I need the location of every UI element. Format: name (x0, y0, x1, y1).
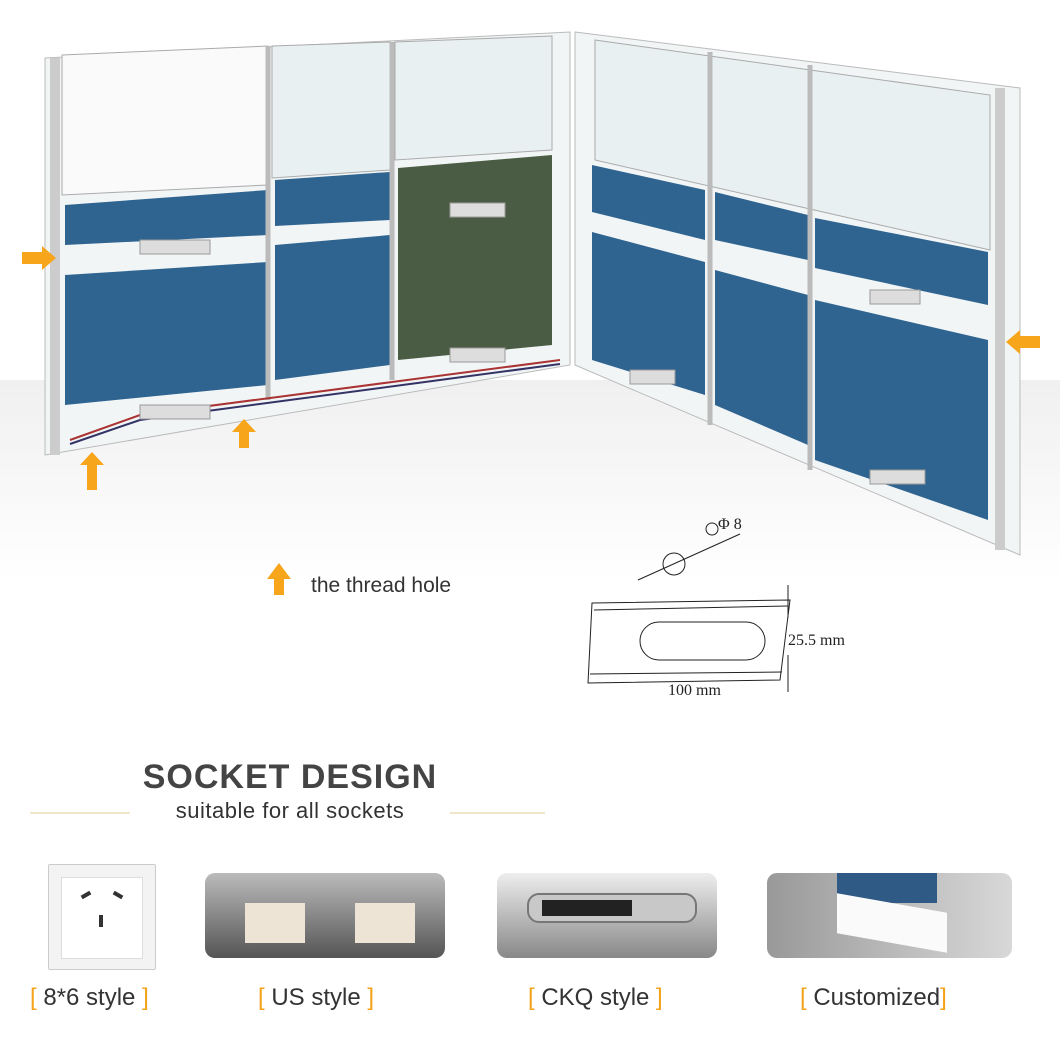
arrow-up-icon (80, 452, 104, 490)
height-label: 25.5 mm (788, 632, 845, 649)
section-subtitle: suitable for all sockets (175, 798, 405, 823)
thread-hole-legend: the thread hole (311, 574, 452, 597)
whiteboard (61, 45, 269, 196)
thread-hole-diagram (587, 522, 791, 692)
arrow-left-icon (1006, 330, 1040, 354)
socket-label-ckq: [ CKQ style ] (528, 984, 663, 1011)
diameter-label: Φ 8 (718, 516, 742, 533)
arrow-right-icon (22, 246, 56, 270)
socket-label-customized: [ Customized] (800, 984, 947, 1011)
arrow-up-icon (232, 419, 256, 448)
divider (450, 812, 545, 814)
socket-label-us: [ US style ] (258, 984, 375, 1011)
socket-image-us (205, 873, 445, 958)
cubicle-illustration (0, 31, 1060, 692)
legend-arrow-up-icon (267, 563, 291, 595)
arrow-icons (22, 246, 1040, 595)
right-partition-wall (574, 31, 1021, 556)
socket-label-8x6: [ 8*6 style ] (30, 984, 149, 1011)
divider (30, 812, 130, 814)
socket-image-8x6 (48, 864, 156, 970)
width-label: 100 mm (668, 682, 721, 699)
socket-image-customized (767, 873, 1012, 958)
socket-image-ckq (497, 873, 717, 958)
left-partition-wall (44, 31, 571, 456)
section-title: SOCKET DESIGN (142, 758, 438, 796)
